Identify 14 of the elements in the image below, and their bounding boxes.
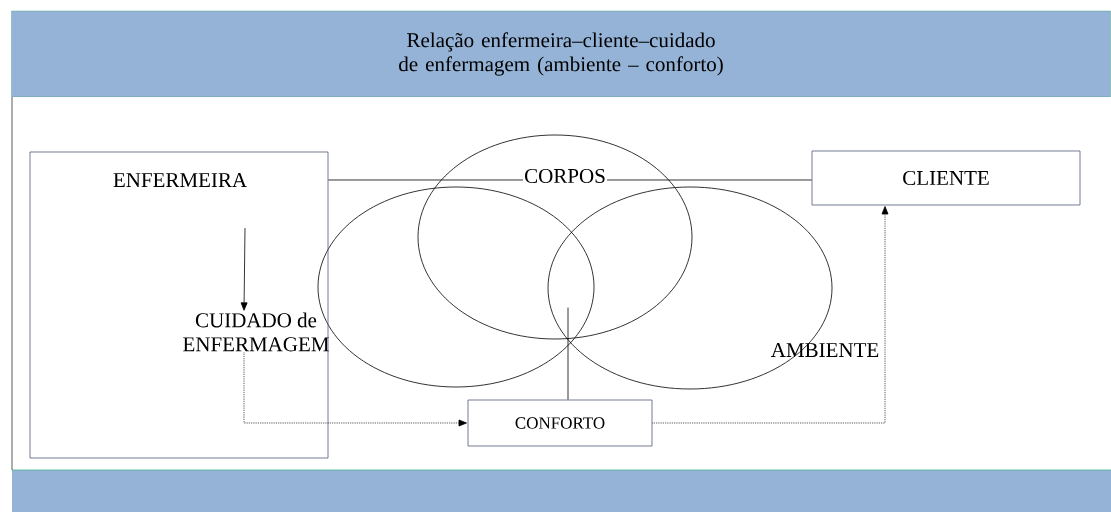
process-box: CLIENTE xyxy=(811,150,1081,206)
header-band: Relação enfermeira–cliente–cuidado de enfermagem (ambiente – conforto) xyxy=(11,10,1111,98)
connector-line xyxy=(328,179,524,181)
text-label: AMBIENTE xyxy=(770,343,879,357)
text-label: CORPOS xyxy=(525,168,605,184)
container-box xyxy=(29,151,329,459)
connector-line xyxy=(567,307,569,400)
text-label: CUIDADO de ENFERMAGEM xyxy=(183,312,329,352)
arrow xyxy=(243,352,467,427)
arrow xyxy=(652,206,889,424)
connector-line xyxy=(606,179,812,181)
arrow xyxy=(240,227,248,311)
text-label: ENFERMEIRA xyxy=(113,173,247,187)
process-box: CONFORTO xyxy=(467,399,653,447)
